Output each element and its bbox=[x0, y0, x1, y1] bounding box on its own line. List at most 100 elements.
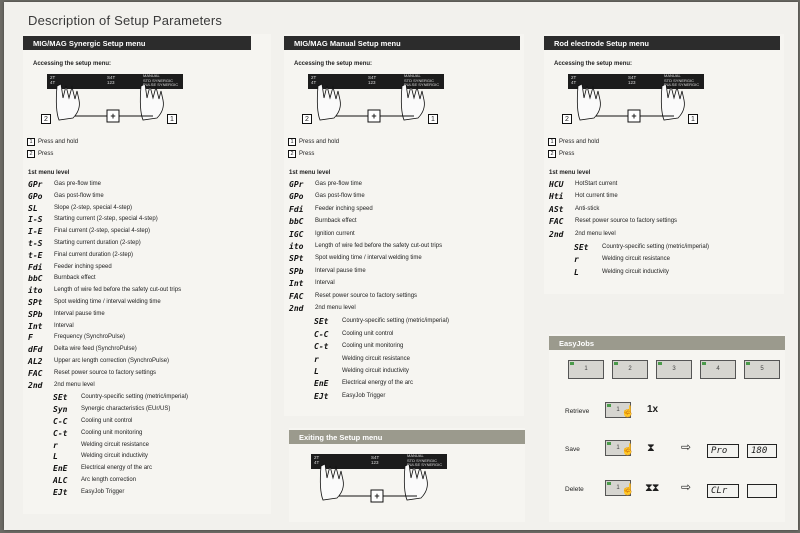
easyjob-press-button[interactable]: 1 bbox=[605, 480, 631, 496]
submenu-code: SEt bbox=[314, 317, 329, 327]
menu-description: Interval pause time bbox=[54, 310, 105, 317]
menu-description: Length of wire fed before the safety cut… bbox=[315, 243, 443, 249]
accessing-label: Accessing the setup menu: bbox=[294, 61, 373, 67]
submenu-description: Cooling unit control bbox=[342, 330, 394, 337]
callout-2: 2 bbox=[562, 114, 572, 124]
mode-label: 123 bbox=[628, 80, 636, 85]
characteristic-label: PULSE SYNERGIC bbox=[404, 82, 440, 88]
menu-code: SPt bbox=[28, 298, 43, 307]
menu-level-1-label: 1st menu level bbox=[28, 170, 70, 176]
plus-button[interactable]: + bbox=[110, 111, 116, 121]
submenu-description: Arc length correction bbox=[81, 477, 137, 483]
hourglass-icon: ⧗⧗ bbox=[645, 482, 659, 494]
characteristic-label: PULSE SYNERGIC bbox=[143, 82, 179, 88]
action-label: Delete bbox=[565, 486, 584, 493]
characteristic-label: PULSE SYNERGIC bbox=[407, 462, 443, 468]
menu-description: HotStart current bbox=[575, 181, 618, 187]
plus-button[interactable]: + bbox=[371, 111, 377, 121]
control-panel-graphic bbox=[47, 74, 183, 123]
easyjob-press-button[interactable]: 1 bbox=[605, 440, 631, 456]
menu-description: Gas pre-flow time bbox=[315, 181, 363, 187]
hand-icon bbox=[316, 83, 341, 121]
menu-code: SL bbox=[28, 203, 38, 213]
menu-code: GPo bbox=[28, 191, 43, 201]
easyjob-slot-button[interactable]: 4 bbox=[700, 360, 736, 379]
step-text: Press and hold bbox=[299, 139, 340, 145]
menu-description: Slope (2-step, special 4-step) bbox=[54, 204, 133, 211]
submenu-code: SEt bbox=[53, 393, 68, 403]
accessing-label: Accessing the setup menu: bbox=[33, 61, 112, 67]
mode-label: S4T bbox=[628, 75, 637, 80]
easyjob-slot-button[interactable]: 5 bbox=[744, 360, 780, 379]
step-number: 2 bbox=[548, 150, 556, 158]
display-left: Pro bbox=[707, 444, 739, 458]
panel-header: MIG/MAG Manual Setup menu bbox=[284, 36, 520, 50]
step-number: 1 bbox=[548, 138, 556, 146]
hand-icon bbox=[660, 83, 685, 121]
easyjob-slot-button[interactable]: 3 bbox=[656, 360, 692, 379]
easyjob-slot-button[interactable]: 2 bbox=[612, 360, 648, 379]
menu-description: Reset power source to factory settings bbox=[54, 369, 157, 376]
menu-code: I-S bbox=[28, 215, 43, 225]
menu-description: Frequency (SynchroPulse) bbox=[54, 334, 126, 341]
plus-button[interactable]: + bbox=[631, 111, 637, 121]
submenu-description: Country-specific setting (metric/imperia… bbox=[342, 318, 450, 325]
characteristic-label: STD SYNERGIC bbox=[404, 77, 435, 83]
menu-description: Interval bbox=[315, 280, 335, 287]
menu-level-1-label: 1st menu level bbox=[549, 170, 591, 176]
hand-icon: ☝ bbox=[621, 444, 635, 456]
menu-description: Starting current (2-step, special 4-step… bbox=[54, 216, 158, 223]
menu-code: ito bbox=[28, 286, 43, 296]
display-left: CLr bbox=[707, 484, 739, 498]
characteristic-label: STD SYNERGIC bbox=[407, 457, 438, 463]
menu-code: Int bbox=[289, 279, 304, 289]
process-label: 4T bbox=[571, 80, 577, 85]
menu-description: Final current duration (2-step) bbox=[54, 251, 134, 258]
menu-code: F bbox=[28, 333, 33, 343]
hand-icon: ☝ bbox=[621, 484, 635, 496]
menu-description: Interval bbox=[54, 322, 74, 329]
hand-icon bbox=[576, 83, 601, 121]
submenu-description: Cooling unit monitoring bbox=[342, 343, 404, 350]
menu-description: Gas post-flow time bbox=[54, 192, 104, 199]
callout-1: 1 bbox=[428, 114, 438, 124]
control-panel-graphic bbox=[311, 454, 447, 503]
step-number: 2 bbox=[288, 150, 296, 158]
characteristic-label: MANUAL bbox=[664, 73, 681, 78]
submenu-description: Welding circuit resistance bbox=[342, 355, 410, 362]
menu-code: Fdi bbox=[289, 204, 304, 214]
step-text: Press bbox=[299, 151, 315, 157]
submenu-code: C-C bbox=[53, 417, 68, 426]
plus-button[interactable]: + bbox=[374, 491, 380, 501]
menu-description: Starting current duration (2-step) bbox=[54, 240, 141, 246]
control-panel-graphic bbox=[308, 74, 444, 123]
hand-icon: ☝ bbox=[621, 406, 635, 418]
menu-code: SPb bbox=[28, 309, 43, 319]
menu-code: 2nd bbox=[549, 229, 564, 239]
submenu-code: r bbox=[53, 440, 58, 450]
submenu-code: C-t bbox=[314, 342, 329, 352]
menu-description: Reset power source to factory settings bbox=[575, 218, 678, 225]
easyjob-press-button[interactable]: 1 bbox=[605, 402, 631, 418]
menu-code: GPr bbox=[28, 180, 43, 189]
menu-description: Ignition current bbox=[315, 230, 355, 237]
characteristic-label: MANUAL bbox=[407, 453, 424, 458]
menu-description: Feeder inching speed bbox=[315, 205, 373, 212]
panel-header: MIG/MAG Synergic Setup menu bbox=[23, 36, 251, 50]
characteristic-label: STD SYNERGIC bbox=[143, 77, 174, 83]
submenu-code: r bbox=[574, 255, 579, 265]
submenu-code: EJt bbox=[314, 391, 329, 401]
menu-code: FAC bbox=[549, 217, 564, 227]
menu-code: t-E bbox=[28, 250, 43, 260]
easyjob-slot-button[interactable]: 1 bbox=[568, 360, 604, 379]
display-right: 180 bbox=[747, 444, 777, 458]
submenu-description: Synergic characteristics (EUr/US) bbox=[81, 406, 171, 413]
hourglass-icon: ⧗ bbox=[647, 442, 655, 454]
